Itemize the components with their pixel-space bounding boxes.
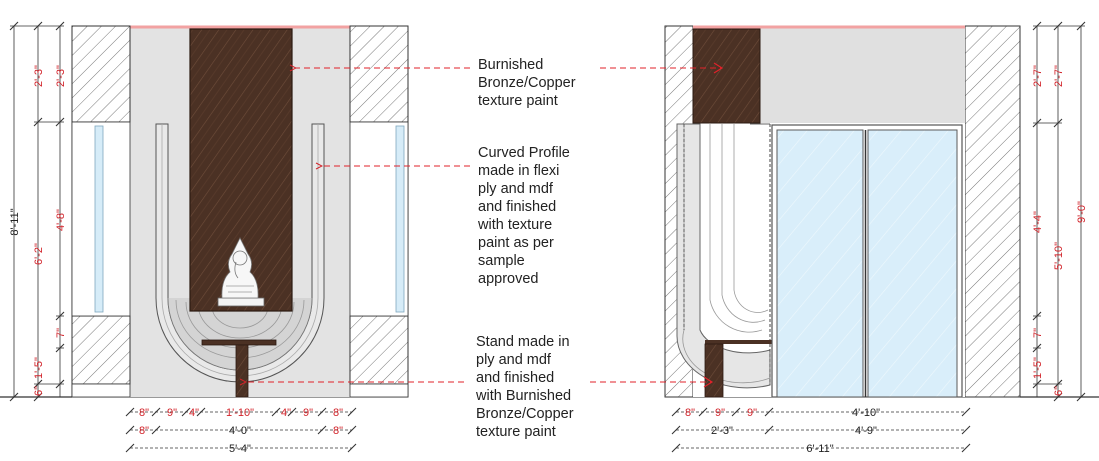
- svg-text:9": 9": [747, 407, 757, 419]
- right-stand-top: [705, 340, 777, 344]
- right-outer-dim-1: 9'-0": [1076, 201, 1088, 223]
- left-mid-dim-2: 6'-2": [33, 243, 45, 265]
- left-inner-dim-1: 2'-3": [55, 65, 67, 87]
- svg-text:4'-0": 4'-0": [229, 425, 251, 437]
- right-mid-dim-2: 5'-10": [1053, 242, 1065, 270]
- svg-text:8": 8": [685, 407, 695, 419]
- right-glass-strip: [395, 125, 405, 313]
- note-curved-profile: Curved Profile made in flexi ply and mdf…: [478, 145, 570, 287]
- right-vertical-dims: [1020, 21, 1099, 402]
- left-hatch-top-left: [71, 25, 131, 123]
- right-horizontal-dim-labels: 8" 9" 9" 4'-10" 2'-3" 4'-9" 6'-11": [685, 407, 880, 455]
- svg-text:8": 8": [139, 407, 149, 419]
- svg-text:8": 8": [139, 425, 149, 437]
- left-hatch-bottom-right: [349, 315, 409, 385]
- right-stand-leg: [704, 343, 724, 398]
- left-vertical-dims: [0, 21, 72, 402]
- right-horizontal-ticks: [671, 407, 971, 453]
- left-inner-dim-4: 1'-5": [33, 357, 45, 379]
- ganesha-idol: [217, 237, 265, 307]
- left-elevation: [71, 25, 409, 398]
- svg-text:9": 9": [167, 407, 177, 419]
- svg-text:4": 4": [281, 407, 291, 419]
- left-inner-dim-2: 4'-8": [55, 209, 67, 231]
- right-hatch-right: [964, 25, 1021, 398]
- note-burnished-bronze: Burnished Bronze/Copper texture paint: [478, 57, 576, 109]
- glass-door-right: [867, 129, 958, 398]
- svg-text:5'-4": 5'-4": [229, 443, 251, 455]
- right-mid-dim-1: 2'-7": [1053, 65, 1065, 87]
- right-inner-dim-3: 7": [1032, 328, 1044, 338]
- left-mid-dim-3: 6": [33, 386, 45, 396]
- left-hatch-top-right: [349, 25, 409, 123]
- svg-text:9": 9": [715, 407, 725, 419]
- left-hatch-bottom-left: [71, 315, 131, 385]
- stand-leg: [235, 344, 249, 398]
- left-horizontal-ticks: [125, 407, 357, 453]
- left-outer-dim-1: 8'-11": [9, 208, 21, 235]
- left-horizontal-dims: [130, 411, 352, 449]
- svg-text:1'-10": 1'-10": [226, 407, 254, 419]
- leader-lines: [246, 68, 722, 382]
- right-inner-dim-2: 4'-4": [1032, 211, 1044, 233]
- right-mid-dim-3: 6": [1053, 386, 1065, 396]
- left-inner-dim-3: 7": [55, 328, 67, 338]
- svg-text:4'-10": 4'-10": [852, 407, 880, 419]
- right-bronze-panel: [692, 28, 761, 124]
- svg-text:8": 8": [333, 407, 343, 419]
- left-glass-strip: [94, 125, 104, 313]
- left-mid-dim-1: 2'-3": [33, 65, 45, 87]
- right-horizontal-dims: [676, 411, 966, 449]
- svg-text:8": 8": [333, 425, 343, 437]
- note-stand: Stand made in ply and mdf and finished w…: [476, 334, 574, 440]
- left-horizontal-dim-labels: 8" 9" 4" 1'-10" 4" 9" 8" 8" 4'-0" 8" 5'-…: [139, 407, 343, 455]
- svg-text:4'-9": 4'-9": [855, 425, 877, 437]
- vertical-dim-labels: 8'-11" 2'-3" 6'-2" 6" 2'-3" 4'-8" 7" 1'-…: [9, 65, 1088, 396]
- svg-text:6'-11": 6'-11": [806, 443, 833, 455]
- right-elevation: [664, 25, 1021, 398]
- svg-text:9": 9": [303, 407, 313, 419]
- svg-text:2'-3": 2'-3": [711, 425, 733, 437]
- right-inner-dim-4: 1'-5": [1032, 357, 1044, 379]
- glass-door-left: [776, 129, 864, 398]
- right-inner-dim-1: 2'-7": [1032, 65, 1044, 87]
- stand-top: [201, 339, 277, 346]
- svg-text:4": 4": [189, 407, 199, 419]
